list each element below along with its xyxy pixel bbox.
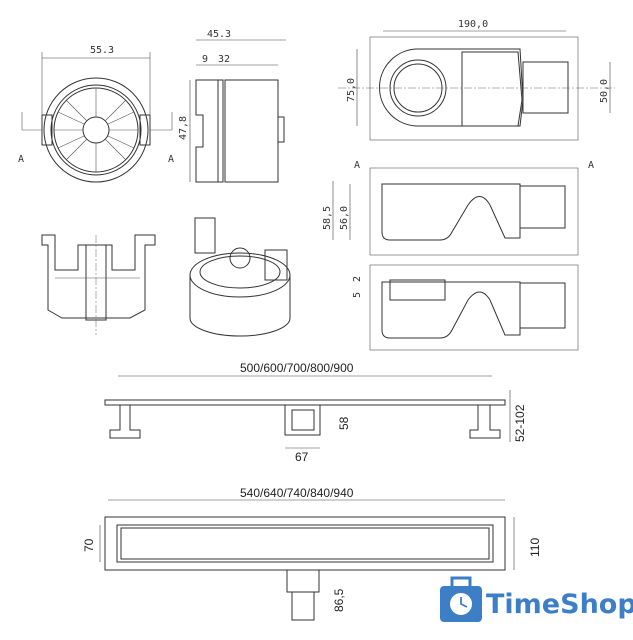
section-a-body-height-dim: 56,0 [339,206,350,230]
plan-outer-width-dim: 110 [528,538,542,557]
section-b-view: 2 5 [352,264,579,351]
side-depth-dim: 45.3 [207,29,231,40]
section-b-gap-top-dim: 2 [352,276,363,282]
section-mark-right: A [168,154,174,165]
adjust-height-dim: 52-102 [513,404,527,442]
side-body-dim: 32 [218,54,230,65]
section-b-gap-bottom-dim: 5 [352,292,363,298]
section-a-view: A A 58,5 56,0 [322,160,594,256]
trap-body-dim: 75,0 [346,78,357,102]
outlet-height-dim: 58 [337,416,351,430]
channel-side-view: 500/600/700/800/900 58 67 52-102 [104,361,527,464]
trap-plan-view: 190,0 75,0 50,0 [338,19,615,141]
trap-length-dim: 190,0 [458,19,488,30]
plan-length-dim: 540/640/740/840/940 [240,486,354,500]
timeshop-logo: TimeShop [440,576,633,622]
front-width-dim: 55.3 [90,45,114,56]
cutaway-view [41,234,156,335]
section-mark-left: A [18,154,24,165]
outlet-depth-dim: 86,5 [332,588,346,612]
side-height-dim: 47,8 [178,116,189,140]
side-flange-dim: 9 [202,54,208,65]
logo-text: TimeShop [486,589,633,620]
channel-length-dim: 500/600/700/800/900 [240,361,354,375]
section-a-mark-left: A [354,160,360,171]
isometric-view [189,217,291,337]
channel-plan-view: 540/640/740/840/940 70 110 86,5 [82,486,542,621]
plan-inner-width-dim: 70 [82,538,96,552]
section-a-total-height-dim: 58,5 [322,206,333,230]
front-view: 55.3 A A [18,45,174,183]
section-a-mark-right: A [588,160,594,171]
side-view: 45.3 9 32 47,8 [178,29,286,183]
outlet-width-dim: 67 [295,450,309,464]
trap-outlet-dim: 50,0 [599,79,610,103]
